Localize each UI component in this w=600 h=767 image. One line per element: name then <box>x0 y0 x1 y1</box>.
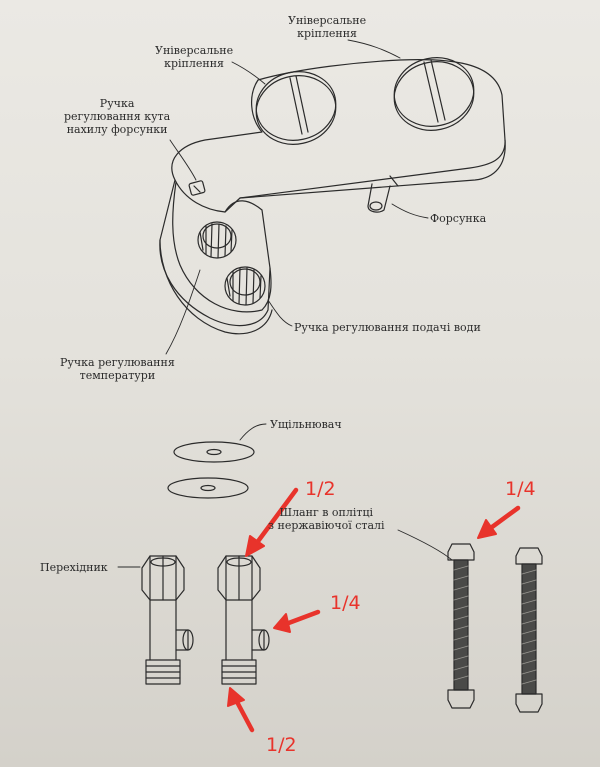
bidet-body <box>159 59 506 335</box>
red-arrows <box>227 487 521 733</box>
leader-lines <box>117 39 453 568</box>
seal-washers <box>167 441 255 499</box>
knob-lower <box>224 266 266 306</box>
label-adapter: Перехідник <box>40 561 108 574</box>
angle-knob-marker <box>188 180 206 196</box>
label-mount-top-left: Універсальне кріплення <box>155 44 234 70</box>
hose-right <box>515 547 543 713</box>
label-nozzle: Форсунка <box>430 212 487 225</box>
adapter-left <box>141 555 194 685</box>
annotation-half-inch-top: 1/2 <box>305 478 336 500</box>
nozzle-part <box>367 175 399 213</box>
label-nozzle-angle-knob: Ручка регулювання кута нахилу форсунки <box>64 97 171 136</box>
knob-upper <box>197 221 237 259</box>
label-water-knob: Ручка регулювання подачі води <box>294 321 481 334</box>
adapter-right <box>217 555 270 685</box>
mount-disc-left <box>255 71 337 145</box>
label-temperature-knob: Ручка регулювання температури <box>60 356 175 382</box>
annotation-quarter-inch-hose: 1/4 <box>505 478 536 500</box>
annotation-half-inch-bottom: 1/2 <box>266 734 297 756</box>
mount-disc-right <box>393 57 475 131</box>
label-seal: Ущільнювач <box>270 418 342 431</box>
label-hose: Шланг в оплітці з нержавіючої сталі <box>268 506 385 532</box>
label-mount-top-right: Універсальне кріплення <box>288 14 367 40</box>
hose-left <box>447 543 475 709</box>
annotation-quarter-inch-adapter: 1/4 <box>330 592 361 614</box>
